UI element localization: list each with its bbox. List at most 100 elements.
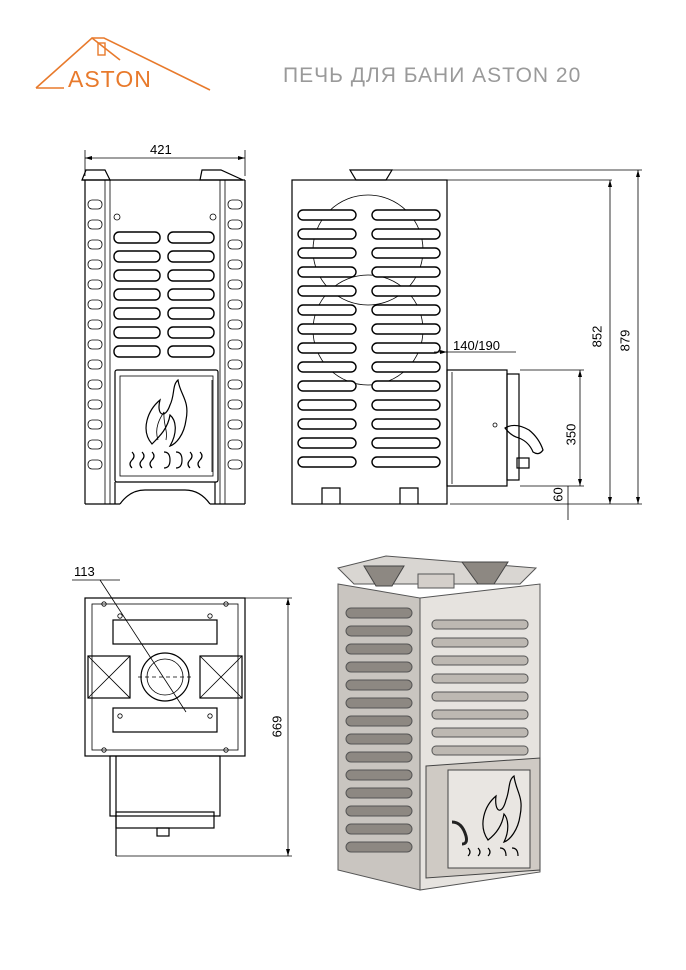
brand-logo-text: ASTON (68, 66, 152, 92)
front-slot (167, 345, 215, 358)
bolt (223, 601, 229, 607)
render-slot (431, 745, 529, 756)
side-slot (371, 456, 441, 468)
side-slot (297, 437, 357, 449)
side-slot (371, 209, 441, 221)
louver (227, 399, 243, 410)
render-3d (337, 555, 541, 891)
front-slot (113, 288, 161, 301)
louver (227, 359, 243, 370)
louver (87, 299, 103, 310)
louver (227, 219, 243, 230)
side-slot (371, 323, 441, 335)
louver (87, 379, 103, 390)
side-slot (297, 361, 357, 373)
front-slot (167, 288, 215, 301)
bolt (207, 613, 213, 619)
dim-height-body-label: 852 (589, 325, 605, 348)
louver (227, 259, 243, 270)
side-slot (297, 285, 357, 297)
front-slot (113, 307, 161, 320)
side-slot (297, 342, 357, 354)
dim-door-bottom-label: 60 (550, 487, 566, 502)
louver (227, 299, 243, 310)
louver (87, 279, 103, 290)
louver (227, 279, 243, 290)
render-slot (345, 841, 413, 853)
side-slot (297, 209, 357, 221)
render-slot (345, 787, 413, 799)
dim-door-height-label: 350 (563, 423, 579, 446)
render-slot (345, 607, 413, 619)
dim-width-label: 421 (150, 142, 172, 157)
louver (87, 339, 103, 350)
louver (227, 379, 243, 390)
louver (87, 259, 103, 270)
louver (227, 239, 243, 250)
bolt (117, 713, 123, 719)
front-slot (167, 326, 215, 339)
render-slot (431, 619, 529, 630)
front-slot (167, 269, 215, 282)
side-slot (297, 228, 357, 240)
louver (87, 419, 103, 430)
render-slot (431, 709, 529, 720)
render-slot (431, 691, 529, 702)
render-slot (431, 637, 529, 648)
brand-logo-roof (35, 36, 211, 91)
louver (87, 219, 103, 230)
render-slot (345, 697, 413, 709)
louver (227, 419, 243, 430)
top-view (72, 579, 292, 857)
render-slot (431, 727, 529, 738)
side-slot (371, 247, 441, 259)
dim-height-total-label: 879 (617, 329, 633, 352)
side-slot (297, 304, 357, 316)
louver (87, 199, 103, 210)
louver (87, 459, 103, 470)
side-slot (371, 361, 441, 373)
front-slot (113, 231, 161, 244)
louver (227, 439, 243, 450)
render-slot (345, 823, 413, 835)
front-slot (167, 250, 215, 263)
side-slot (371, 399, 441, 411)
front-slot (113, 345, 161, 358)
bolt (207, 713, 213, 719)
render-slot (345, 679, 413, 691)
side-view (291, 169, 642, 520)
front-slot (167, 307, 215, 320)
side-slot (297, 456, 357, 468)
render-slot (345, 661, 413, 673)
render-slot (345, 769, 413, 781)
side-slot (371, 266, 441, 278)
render-slot (345, 751, 413, 763)
side-slot (297, 323, 357, 335)
render-slot (345, 625, 413, 637)
side-slot (297, 399, 357, 411)
louver (87, 359, 103, 370)
render-slot (345, 715, 413, 727)
front-slot (113, 250, 161, 263)
side-slot (297, 418, 357, 430)
bolt (223, 747, 229, 753)
front-slot (167, 231, 215, 244)
side-slot (371, 380, 441, 392)
render-slot (431, 673, 529, 684)
louver (87, 319, 103, 330)
louver (87, 399, 103, 410)
side-slot (371, 304, 441, 316)
louver (227, 199, 243, 210)
front-slot (113, 269, 161, 282)
dim-depth-label: 669 (269, 715, 285, 738)
louver (227, 319, 243, 330)
bolt (101, 747, 107, 753)
bolt (117, 613, 123, 619)
render-slot (431, 655, 529, 666)
dim-pipe-diameter-label: 113 (74, 564, 95, 579)
side-slot (371, 418, 441, 430)
front-slot (113, 326, 161, 339)
render-slot (345, 805, 413, 817)
front-view (81, 150, 246, 505)
